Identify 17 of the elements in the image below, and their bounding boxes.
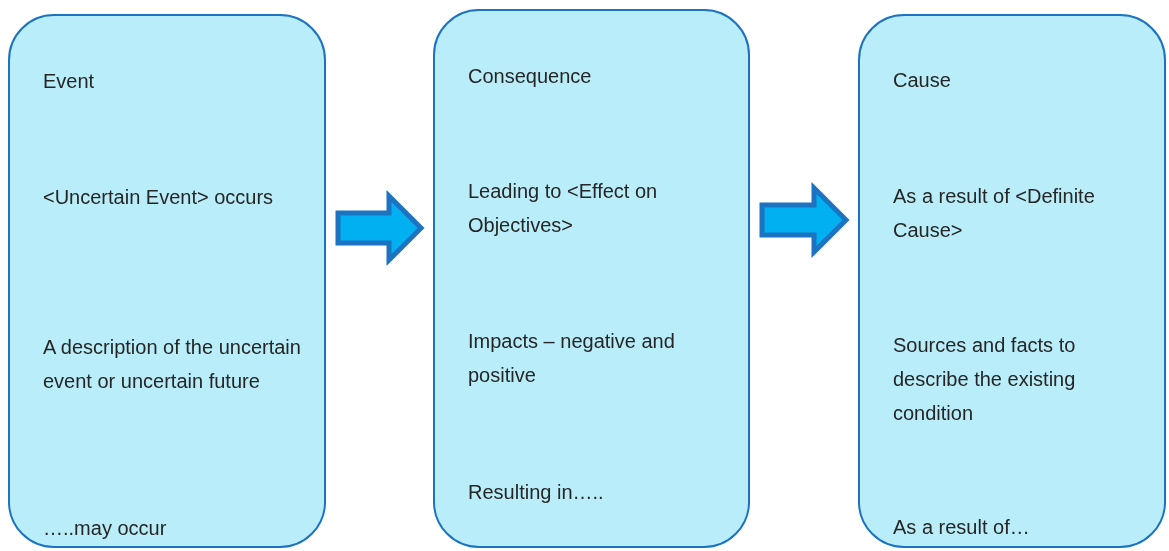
box-heading: Consequence (468, 64, 593, 89)
box-text: …..may occur (43, 516, 168, 541)
box-text: As a result of <Definite Cause> (893, 184, 1096, 243)
box-text: As a result of… (893, 515, 1031, 540)
box-heading: Event (43, 69, 96, 94)
rounded-box (433, 9, 750, 548)
block-arrow (759, 181, 850, 259)
box-text: Impacts – negative and positive (468, 329, 676, 388)
block-arrow (335, 189, 425, 267)
box-heading: Cause (893, 68, 952, 93)
box-text: A description of the uncertain event or uncertain future (43, 335, 302, 394)
box-text: Sources and facts to describe the existing condition (893, 333, 1077, 426)
box-text: Leading to <Effect on Objectives> (468, 179, 659, 238)
box-text: <Uncertain Event> occurs (43, 185, 275, 210)
rounded-box (8, 14, 326, 548)
rounded-box (858, 14, 1166, 548)
box-text: Resulting in….. (468, 480, 605, 505)
